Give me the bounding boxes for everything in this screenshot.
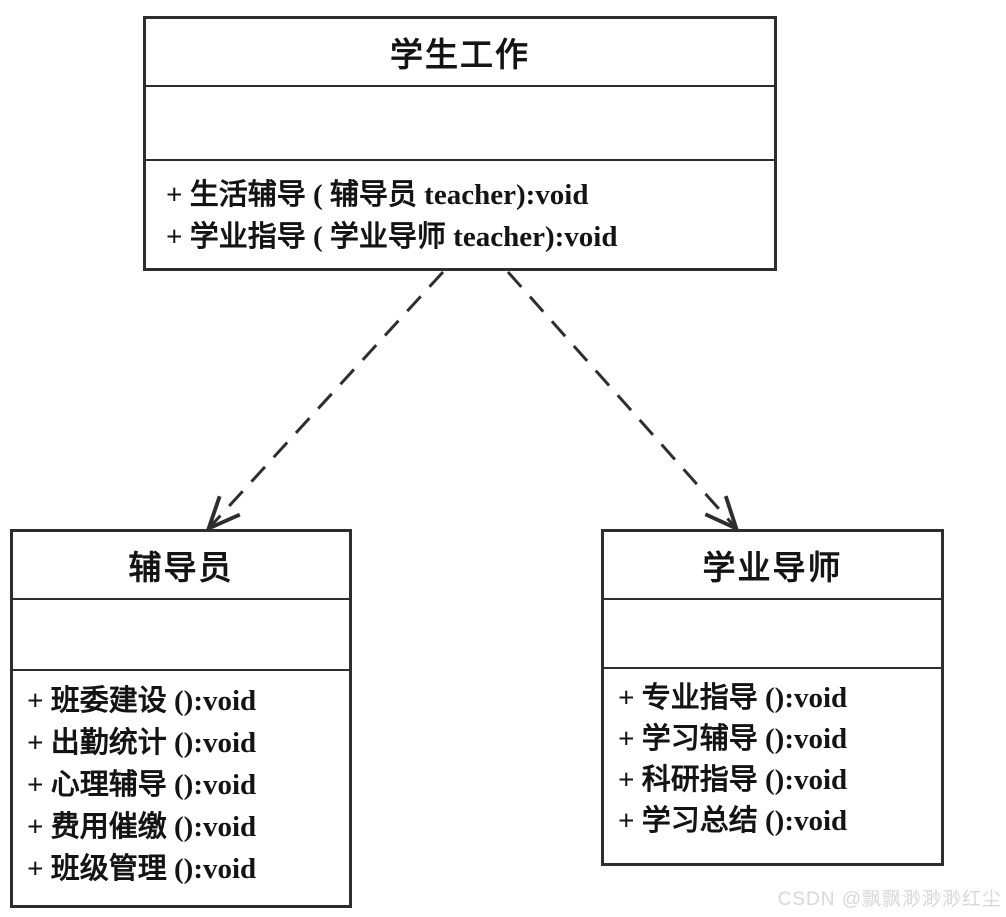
class-attributes-section-empty <box>13 600 349 671</box>
method-item: + 生活辅导 ( 辅导员 teacher):void <box>166 179 589 211</box>
class-attributes-section-empty <box>604 600 941 669</box>
class-title: 学生工作 <box>146 19 774 87</box>
class-methods-section: + 生活辅导 ( 辅导员 teacher):void + 学业指导 ( 学业导师… <box>146 161 774 268</box>
dependency-arrow-to-academic-mentor <box>506 271 735 527</box>
class-box-counselor: 辅导员 + 班委建设 ():void + 出勤统计 ():void + 心理辅导… <box>10 529 352 908</box>
watermark-text: CSDN @飘飘渺渺渺红尘 <box>777 889 1002 910</box>
dependency-arrow-to-counselor <box>210 270 445 527</box>
method-item: + 班级管理 ():void <box>27 853 257 885</box>
class-methods-section: + 班委建设 ():void + 出勤统计 ():void + 心理辅导 ():… <box>13 671 349 905</box>
class-attributes-section-empty <box>146 87 774 161</box>
method-item: + 科研指导 ():void <box>618 764 848 796</box>
method-item: + 出勤统计 ():void <box>27 727 257 759</box>
class-box-student-work: 学生工作 + 生活辅导 ( 辅导员 teacher):void + 学业指导 (… <box>143 16 777 271</box>
method-item: + 学业指导 ( 学业导师 teacher):void <box>166 221 618 253</box>
method-item: + 学习总结 ():void <box>618 805 848 837</box>
class-title: 辅导员 <box>13 532 349 600</box>
method-item: + 心理辅导 ():void <box>27 769 257 801</box>
class-box-academic-mentor: 学业导师 + 专业指导 ():void + 学习辅导 ():void + 科研指… <box>601 529 944 866</box>
method-item: + 学习辅导 ():void <box>618 723 848 755</box>
method-item: + 班委建设 ():void <box>27 685 257 717</box>
class-title: 学业导师 <box>604 532 941 600</box>
method-item: + 专业指导 ():void <box>618 682 848 714</box>
class-methods-section: + 专业指导 ():void + 学习辅导 ():void + 科研指导 ():… <box>604 669 941 863</box>
method-item: + 费用催缴 ():void <box>27 811 257 843</box>
